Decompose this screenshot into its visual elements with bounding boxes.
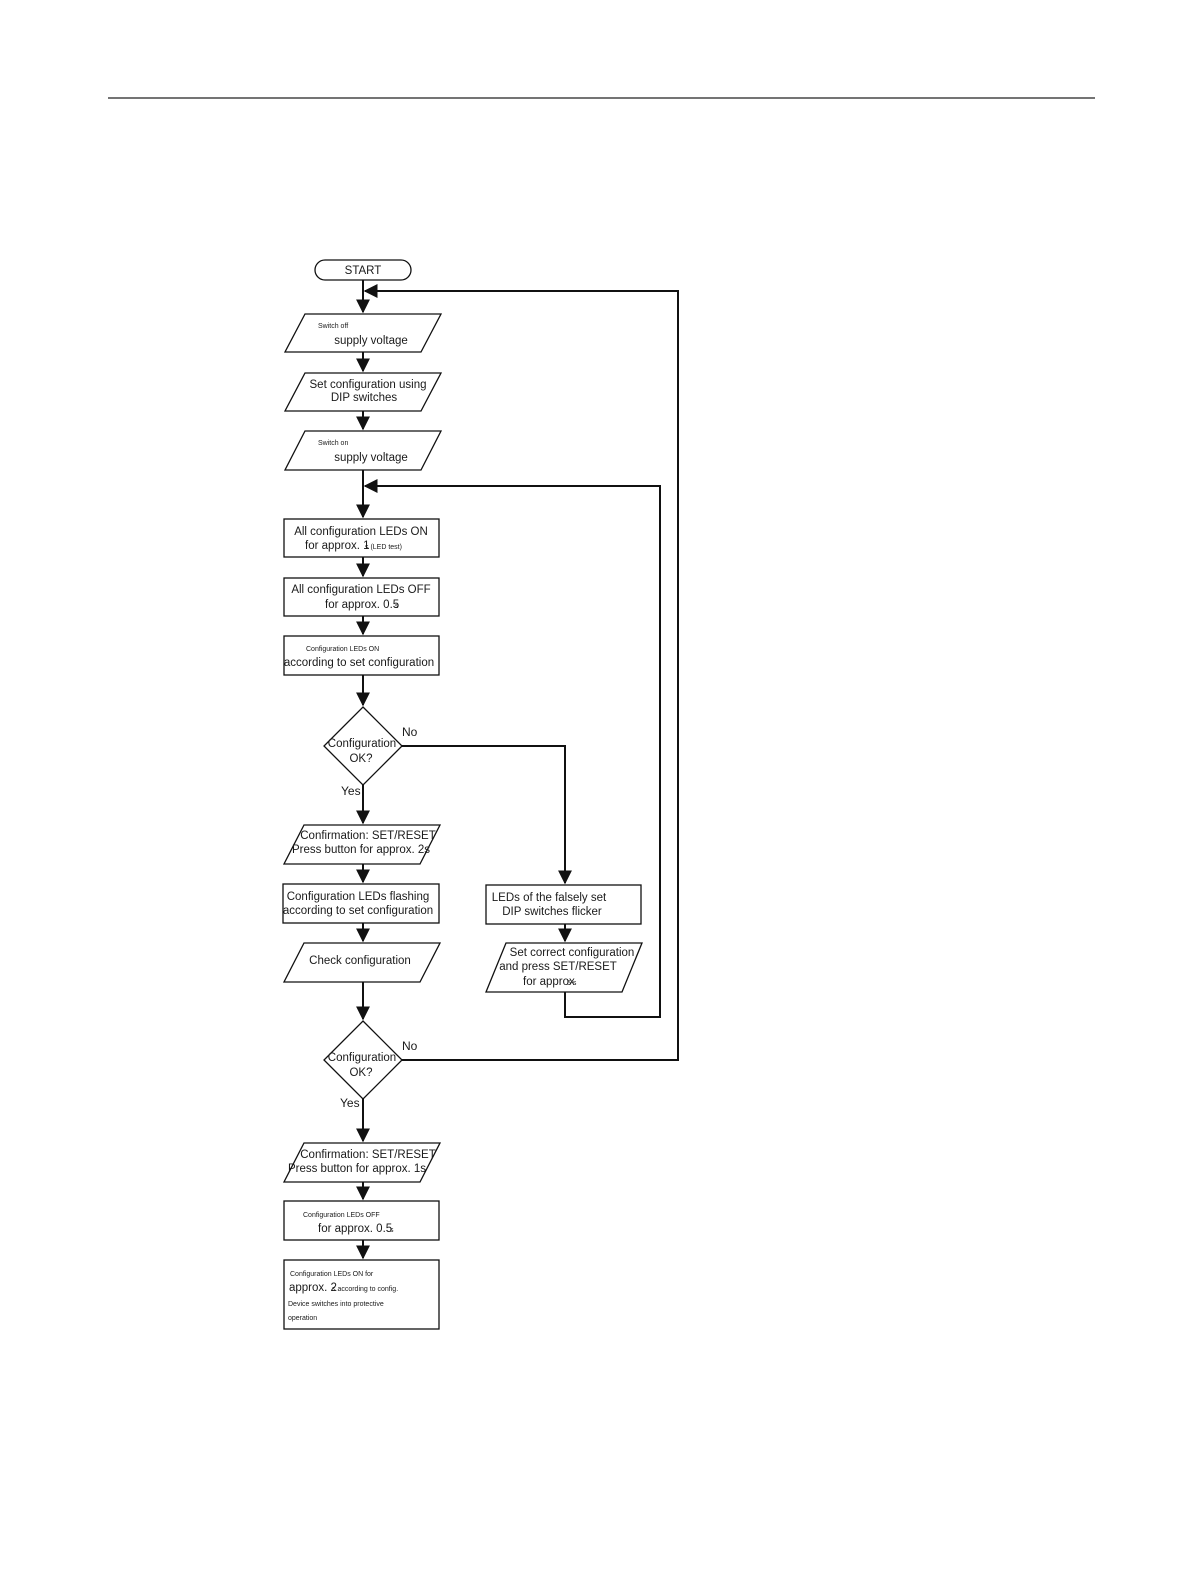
set-dip-line2: DIP switches <box>331 392 398 404</box>
conn-decision2-no-loop <box>363 284 679 1061</box>
decision2-no: No <box>402 1039 418 1053</box>
decision2-yes: Yes <box>340 1096 360 1110</box>
decision1-line2: OK? <box>349 753 372 765</box>
setcorrect-line3-small: 5 s <box>567 980 577 987</box>
confirm1-line1: Confirmation: SET/RESET <box>300 830 435 842</box>
ledtest-line2: for approx. 1 <box>305 540 370 552</box>
start-label: START <box>345 265 382 277</box>
leds-on-test-box <box>283 518 440 558</box>
conn-decision1-no-flicker <box>402 745 572 885</box>
final-box <box>283 1259 440 1330</box>
confirm2-line1: Confirmation: SET/RESET <box>300 1149 435 1161</box>
ledsofffinal-line2: for approx. 0.5 <box>318 1223 392 1235</box>
ledson-line2: according to set configuration <box>284 657 434 669</box>
set-dip-parallelogram <box>283 372 443 412</box>
conn-setcorrect-loop <box>363 479 661 1018</box>
flicker-line2: DIP switches flicker <box>502 906 602 918</box>
setcorrect-line1: Set correct configuration <box>510 947 635 959</box>
check-config-parallelogram <box>282 942 442 983</box>
decision2-line1: Configuration <box>328 1052 396 1064</box>
flicker-line1: LEDs of the falsely set <box>492 892 607 904</box>
ledsofffinal-line2-small: s <box>390 1227 394 1234</box>
switch-off-line1: Switch off <box>318 323 348 330</box>
final-line1: Configuration LEDs ON for <box>290 1271 374 1278</box>
ledsoff-line1: All configuration LEDs OFF <box>291 584 430 596</box>
flashing-line2: according to set configuration <box>283 905 433 917</box>
leds-off-box <box>283 577 440 617</box>
confirm1-parallelogram <box>282 824 442 865</box>
decision1-line1: Configuration <box>328 738 396 750</box>
leds-on-config-box <box>283 635 440 676</box>
set-correct-parallelogram <box>485 942 643 993</box>
ledsofffinal-line1: Configuration LEDs OFF <box>303 1212 380 1219</box>
leds-flashing-box <box>282 883 440 924</box>
leds-off-final-box <box>283 1200 440 1241</box>
confirm1-line2: Press button for approx. 2s <box>292 844 430 856</box>
final-line2: approx. 2 <box>289 1282 337 1294</box>
switch-off-parallelogram <box>283 313 443 353</box>
final-line2-small: s according to config. <box>332 1286 398 1293</box>
decision2-line2: OK? <box>349 1067 372 1079</box>
decision1-no: No <box>402 725 418 739</box>
ledsoff-line2: for approx. 0.5 <box>325 599 399 611</box>
switch-on-line2: supply voltage <box>334 452 408 464</box>
switch-on-line1: Switch on <box>318 440 348 447</box>
leds-flicker-box <box>485 884 642 925</box>
ledtest-line1: All configuration LEDs ON <box>294 526 428 538</box>
ledson-line1: Configuration LEDs ON <box>306 646 379 653</box>
final-line4: operation <box>288 1315 317 1322</box>
setcorrect-line2: and press SET/RESET <box>499 961 617 973</box>
ledtest-line2-small: s (LED test) <box>365 544 402 551</box>
decision1-yes: Yes <box>341 784 361 798</box>
set-dip-line1: Set configuration using <box>310 379 427 391</box>
confirm2-line2: Press button for approx. 1s <box>288 1163 426 1175</box>
switch-on-parallelogram <box>283 430 443 471</box>
switch-off-line2: supply voltage <box>334 335 408 347</box>
ledsoff-line2-small: s <box>395 603 399 610</box>
final-line3: Device switches into protective <box>288 1301 384 1308</box>
check-config-line1: Check configuration <box>309 955 411 967</box>
setcorrect-line3: for approx <box>523 976 575 988</box>
flashing-line1: Configuration LEDs flashing <box>287 891 430 903</box>
confirm2-parallelogram <box>282 1142 442 1183</box>
